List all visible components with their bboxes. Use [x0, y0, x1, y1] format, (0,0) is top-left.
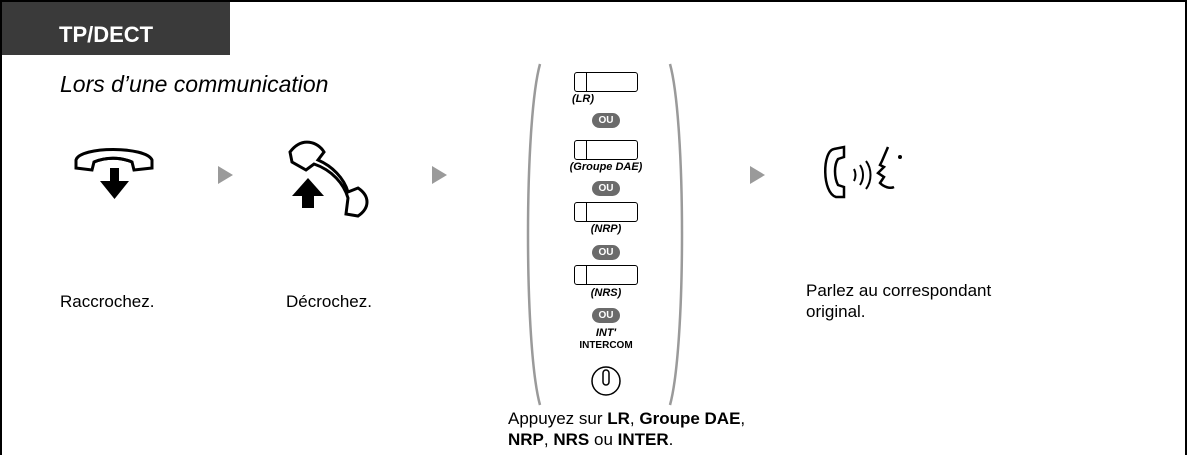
off-hook-icon [288, 140, 369, 218]
intercom-button-icon[interactable] [590, 365, 622, 397]
ou-badge: OU [592, 245, 620, 260]
step2-label: Décrochez. [286, 292, 372, 311]
section-heading: Lors d’une communication [60, 71, 329, 97]
intercom-label: INTERCOM [579, 340, 633, 351]
nrs-key[interactable] [574, 265, 638, 285]
left-bracket [526, 63, 542, 406]
device-tab: TP/DECT [2, 2, 230, 55]
key-caption: Appuyez sur LR, Groupe DAE,NRP, NRS ou I… [508, 409, 746, 449]
nrp-key-label: (NRP) [590, 223, 622, 235]
ou-badge: OU [592, 308, 620, 323]
groupe-dae-key-label: (Groupe DAE) [569, 161, 643, 173]
arrow-1 [218, 166, 233, 184]
arrow-2 [432, 166, 447, 184]
int-label: INT' [595, 327, 617, 339]
nrp-key[interactable] [574, 202, 638, 222]
hang-up-icon [74, 148, 154, 199]
step1-label: Raccrochez. [60, 292, 155, 311]
talk-icon [824, 145, 902, 199]
ou-badge: OU [592, 113, 620, 128]
ou-badge: OU [592, 181, 620, 196]
arrow-3 [750, 166, 765, 184]
nrs-key-label: (NRS) [590, 287, 622, 299]
lr-key[interactable] [574, 72, 638, 92]
right-bracket [668, 63, 684, 406]
groupe-dae-key[interactable] [574, 140, 638, 160]
lr-key-label: (LR) [572, 93, 594, 105]
